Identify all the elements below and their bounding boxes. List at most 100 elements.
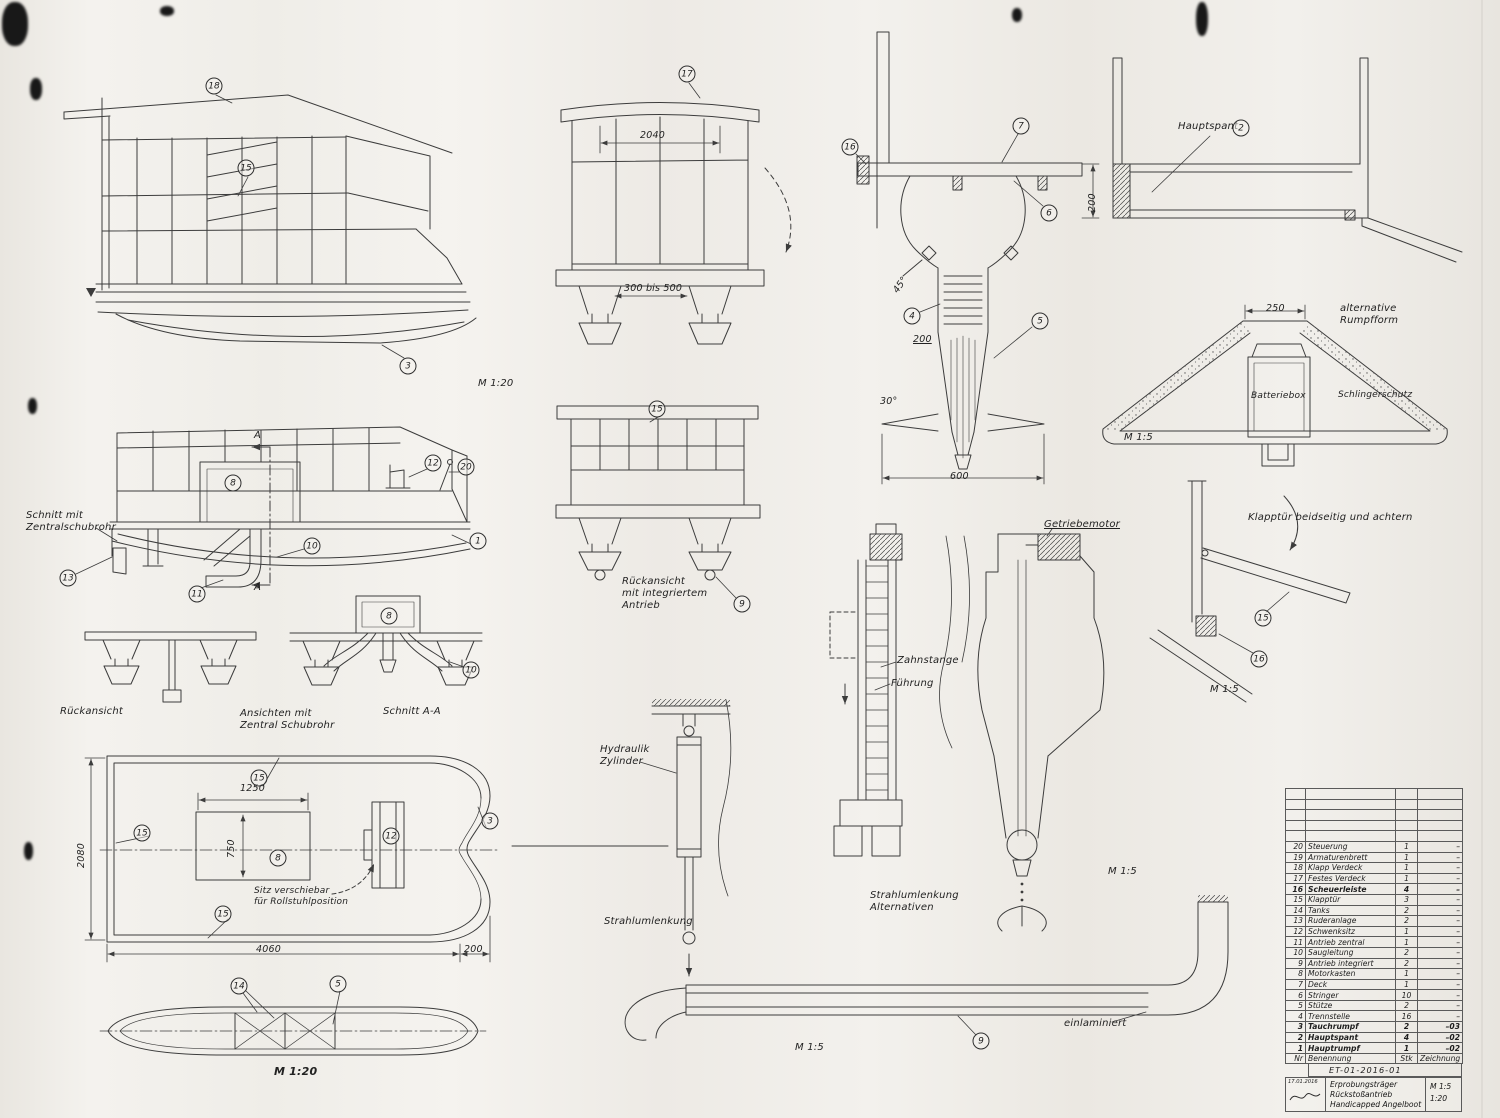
- parts-row-empty: [1285, 830, 1463, 842]
- view-rear-integrated-drive: [555, 405, 761, 581]
- balloon-ref-3: 3: [399, 357, 417, 375]
- parts-cell-name: Schwenksitz: [1305, 925, 1396, 938]
- title-block-title: Erprobungsträger Rückstoßantrieb Handica…: [1326, 1078, 1426, 1111]
- parts-cell-nr: [1285, 819, 1306, 832]
- parts-cell-drawing: [1417, 830, 1463, 842]
- parts-cell-nr: 2: [1285, 1031, 1306, 1044]
- parts-cell-qty: 2: [1395, 1021, 1418, 1033]
- view-hauptspant-frame: [1112, 57, 1463, 263]
- parts-cell-qty: 1: [1395, 862, 1418, 874]
- balloon-ref-5: 5: [1031, 312, 1049, 330]
- view-deflector-alternatives: [829, 523, 1105, 932]
- balloon-ref-18: 18: [205, 77, 223, 95]
- parts-cell-nr: 13: [1285, 915, 1306, 927]
- label-section-a-top: A: [254, 430, 262, 441]
- parts-cell-name: Hauptspant: [1305, 1031, 1396, 1044]
- parts-cell-name: [1305, 798, 1396, 811]
- parts-cell-qty: 2: [1395, 904, 1418, 917]
- balloon-ref-6: 6: [1040, 204, 1058, 222]
- label-scale-plan: M 1:20: [274, 1065, 318, 1078]
- parts-cell-qty: 2: [1395, 957, 1418, 970]
- scale-primary: M 1:5: [1430, 1082, 1452, 1091]
- parts-cell-qty: 1: [1395, 978, 1418, 991]
- balloon-ref-15: 15: [250, 769, 268, 787]
- balloon-ref-10: 10: [303, 537, 321, 555]
- parts-cell-drawing: [1417, 819, 1463, 832]
- parts-cell-drawing: –: [1417, 840, 1463, 853]
- parts-cell-qty: 1: [1395, 968, 1418, 980]
- balloon-ref-11: 11: [188, 585, 206, 603]
- label-zahnstange: Zahnstange: [897, 655, 959, 666]
- parts-cell-qty: 1: [1395, 1042, 1418, 1054]
- parts-cell-nr: 6: [1285, 989, 1306, 1001]
- parts-cell-drawing: –: [1417, 936, 1463, 948]
- parts-cell-name: Armaturenbrett: [1305, 851, 1396, 864]
- parts-row-empty: [1285, 798, 1463, 811]
- label-scale-hydraulik: M 1:5: [795, 1042, 824, 1053]
- title-block: 17.01.2016 Erprobungsträger Rückstoßantr…: [1285, 1077, 1462, 1112]
- parts-cell-nr: 10: [1285, 946, 1306, 959]
- balloon-ref-13: 13: [59, 569, 77, 587]
- parts-cell-nr: 3: [1285, 1021, 1306, 1033]
- view-alternative-hull: [1102, 320, 1448, 467]
- parts-cell-drawing: –: [1417, 872, 1463, 885]
- balloon-ref-15: 15: [237, 159, 255, 177]
- balloon-ref-14: 14: [230, 977, 248, 995]
- parts-cell-drawing: –: [1417, 893, 1463, 906]
- parts-cell-name: [1305, 819, 1396, 832]
- balloon-ref-9: 9: [733, 595, 751, 613]
- parts-cell-nr: [1285, 798, 1306, 811]
- parts-cell-name: Motorkasten: [1305, 968, 1396, 980]
- title-block-date: 17.01.2016: [1288, 1079, 1318, 1085]
- parts-cell-name: Steuerung: [1305, 840, 1396, 853]
- label-dim-alt-250: 250: [1266, 303, 1285, 314]
- parts-cell-drawing: –02: [1417, 1031, 1463, 1044]
- parts-cell-drawing: [1417, 809, 1463, 821]
- balloon-ref-5: 5: [329, 975, 347, 993]
- parts-cell-qty: 2: [1395, 915, 1418, 927]
- view-front-elevation: [555, 102, 792, 345]
- parts-cell-drawing: –: [1417, 915, 1463, 927]
- parts-cell-drawing: –: [1417, 904, 1463, 917]
- parts-cell-name: Scheuerleiste: [1305, 883, 1396, 895]
- parts-cell-name: [1305, 809, 1396, 821]
- label-fuehrung: Führung: [891, 678, 934, 689]
- parts-cell-nr: 19: [1285, 851, 1306, 864]
- dimension-lines: [84, 125, 1306, 963]
- label-scale-alt-hull: M 1:5: [1124, 432, 1153, 443]
- parts-cell-name: [1305, 830, 1396, 842]
- scan-smudge: [1196, 2, 1208, 36]
- parts-cell-nr: 5: [1285, 999, 1306, 1012]
- label-dim-keel-600: 600: [950, 471, 969, 482]
- parts-row-empty: [1285, 809, 1463, 821]
- label-scale-klapptuer: M 1:5: [1210, 684, 1239, 695]
- parts-cell-nr: 14: [1285, 904, 1306, 917]
- parts-cell-drawing: –: [1417, 883, 1463, 895]
- section-marks: [251, 443, 271, 589]
- parts-header-nr: Nr: [1285, 1052, 1306, 1065]
- parts-cell-drawing: [1417, 798, 1463, 811]
- label-dim-bow-200: 200: [464, 944, 483, 955]
- label-ansichten-zentral: Ansichten mit Zentral Schubrohr: [240, 708, 335, 731]
- balloon-ref-15: 15: [648, 400, 666, 418]
- parts-cell-qty: 1: [1395, 851, 1418, 864]
- parts-cell-name: Antrieb zentral: [1305, 936, 1396, 948]
- parts-cell-name: Ruderanlage: [1305, 915, 1396, 927]
- balloon-ref-12: 12: [382, 827, 400, 845]
- view-rear-small: [84, 631, 257, 703]
- parts-cell-nr: 8: [1285, 968, 1306, 980]
- label-einlaminiert: einlaminiert: [1064, 1018, 1127, 1029]
- balloon-ref-17: 17: [678, 65, 696, 83]
- label-schnitt-zentralschubrohr: Schnitt mit Zentralschubrohr: [26, 510, 116, 533]
